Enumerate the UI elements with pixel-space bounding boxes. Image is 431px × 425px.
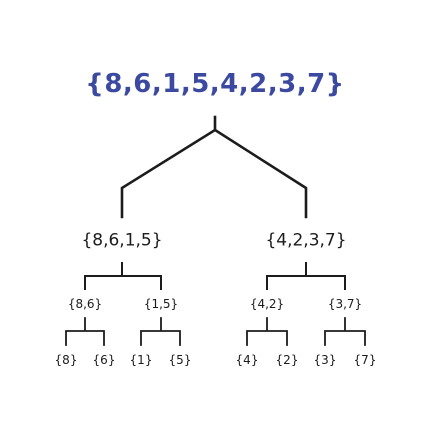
node-right-right-label: {3,7} — [327, 297, 363, 311]
node-left-right-label: {1,5} — [143, 297, 179, 311]
edge-l2-15-bracket — [140, 317, 181, 346]
edge-l2-37-bracket — [324, 317, 366, 346]
edge-l1-left-bracket — [84, 262, 162, 290]
leaf-label: {8} — [54, 353, 78, 367]
root-node-label: {8,6,1,5,4,2,3,7} — [85, 69, 345, 99]
edge-l2-86-bracket — [65, 317, 105, 346]
leaf-label: {6} — [92, 353, 116, 367]
leaf-label: {7} — [353, 353, 377, 367]
edge-l2-42-bracket — [246, 317, 288, 346]
edge-l1-right-bracket — [266, 262, 346, 290]
leaf-label: {4} — [235, 353, 259, 367]
edge-root-right — [213, 128, 308, 219]
edge-root-left — [120, 128, 217, 219]
node-right-left-label: {4,2} — [249, 297, 285, 311]
leaf-label: {1} — [129, 353, 153, 367]
node-left-label: {8,6,1,5} — [81, 230, 163, 251]
node-right-label: {4,2,3,7} — [265, 230, 347, 251]
leaf-label: {2} — [275, 353, 299, 367]
leaf-label: {3} — [313, 353, 337, 367]
leaf-label: {5} — [168, 353, 192, 367]
node-left-left-label: {8,6} — [67, 297, 103, 311]
